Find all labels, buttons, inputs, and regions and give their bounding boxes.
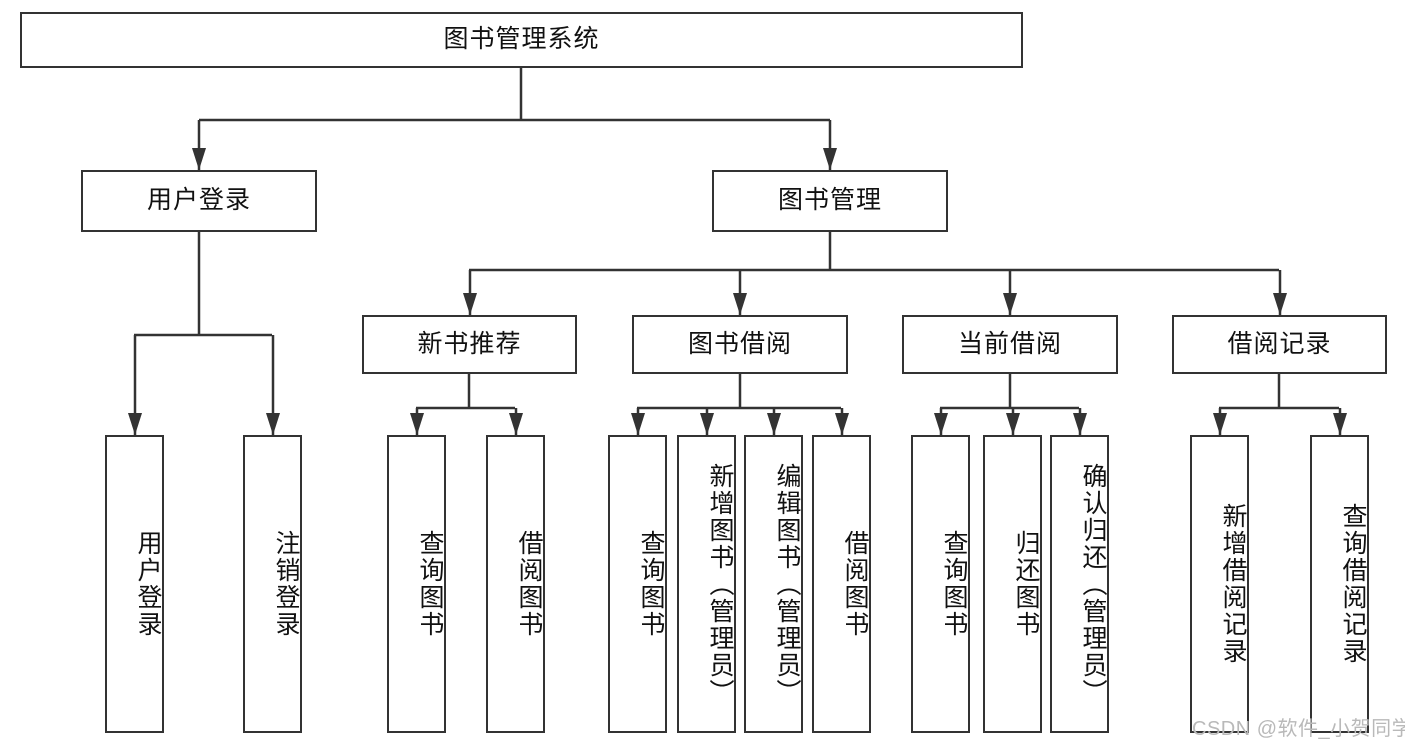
node-current-borrow[interactable]: 当前借阅 (902, 315, 1118, 374)
node-leaf-query-book-bb[interactable]: 查询图书 (608, 435, 667, 733)
arrowhead-icon (767, 413, 781, 435)
node-label: 查询图书 (637, 530, 665, 638)
node-leaf-add-book[interactable]: 新增图书（管理员） (677, 435, 736, 733)
node-label: 查询借阅记录 (1339, 503, 1367, 665)
arrowhead-icon (700, 413, 714, 435)
arrowhead-icon (128, 413, 142, 435)
arrowhead-icon (1006, 413, 1020, 435)
node-leaf-add-record[interactable]: 新增借阅记录 (1190, 435, 1249, 733)
node-user-login[interactable]: 用户登录 (81, 170, 317, 232)
node-book-management[interactable]: 图书管理 (712, 170, 948, 232)
node-label: 注销登录 (272, 530, 300, 638)
node-leaf-edit-book[interactable]: 编辑图书（管理员） (744, 435, 803, 733)
node-leaf-confirm-return[interactable]: 确认归还（管理员） (1050, 435, 1109, 733)
arrowhead-icon (733, 293, 747, 315)
node-label: 图书管理系统 (443, 25, 600, 54)
node-label: 图书管理 (777, 186, 882, 215)
arrowhead-icon (266, 413, 280, 435)
node-leaf-query-record[interactable]: 查询借阅记录 (1310, 435, 1369, 733)
arrowhead-icon (463, 293, 477, 315)
arrowhead-icon (192, 148, 206, 170)
node-label: 新增借阅记录 (1219, 503, 1247, 665)
arrowhead-icon (631, 413, 645, 435)
node-leaf-borrow-book-bb[interactable]: 借阅图书 (812, 435, 871, 733)
node-label: 新书推荐 (417, 329, 522, 358)
node-label: 查询图书 (416, 530, 444, 638)
node-label: 归还图书 (1012, 530, 1040, 638)
arrowhead-icon (934, 413, 948, 435)
node-root[interactable]: 图书管理系统 (20, 12, 1023, 68)
node-label: 查询图书 (940, 530, 968, 638)
arrowhead-icon (835, 413, 849, 435)
csdn-watermark: CSDN @软件_小贺同学 (1192, 718, 1405, 740)
node-leaf-query-book-rec[interactable]: 查询图书 (387, 435, 446, 733)
node-label: 当前借阅 (957, 329, 1062, 358)
arrowhead-icon (509, 413, 523, 435)
node-book-borrow[interactable]: 图书借阅 (632, 315, 848, 374)
arrowhead-icon (410, 413, 424, 435)
node-label: 图书借阅 (687, 329, 792, 358)
node-borrow-records[interactable]: 借阅记录 (1172, 315, 1387, 374)
node-label: 确认归还（管理员） (1079, 462, 1107, 706)
arrowhead-icon (1333, 413, 1347, 435)
arrowhead-icon (1073, 413, 1087, 435)
node-leaf-logout[interactable]: 注销登录 (243, 435, 302, 733)
arrowhead-icon (1273, 293, 1287, 315)
node-label: 编辑图书（管理员） (773, 462, 801, 706)
node-leaf-return-book[interactable]: 归还图书 (983, 435, 1042, 733)
node-new-book-recommend[interactable]: 新书推荐 (362, 315, 577, 374)
node-label: 用户登录 (134, 530, 162, 638)
node-label: 用户登录 (146, 186, 251, 215)
node-leaf-user-login[interactable]: 用户登录 (105, 435, 164, 733)
node-label: 借阅图书 (515, 530, 543, 638)
node-leaf-borrow-book-rec[interactable]: 借阅图书 (486, 435, 545, 733)
arrowhead-icon (1213, 413, 1227, 435)
node-label: 借阅图书 (841, 530, 869, 638)
arrowhead-icon (823, 148, 837, 170)
node-label: 借阅记录 (1227, 329, 1332, 358)
node-leaf-query-book-cb[interactable]: 查询图书 (911, 435, 970, 733)
arrowhead-icon (1003, 293, 1017, 315)
node-label: 新增图书（管理员） (706, 462, 734, 706)
